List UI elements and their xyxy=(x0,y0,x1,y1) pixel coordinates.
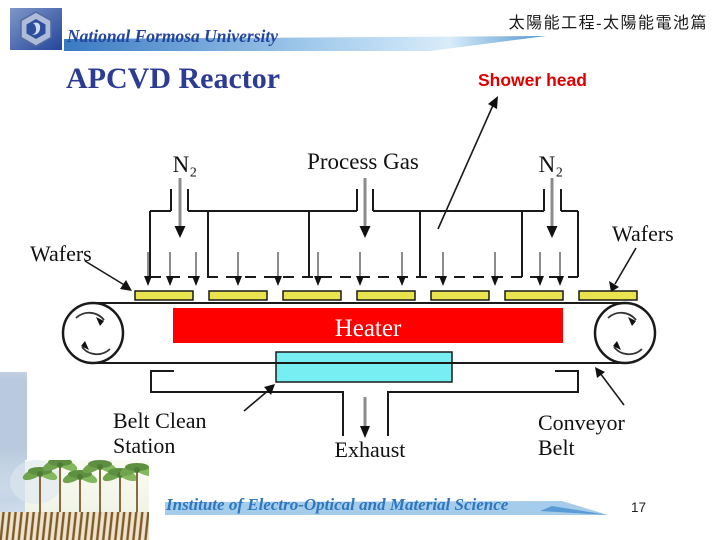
nfu-logo-icon xyxy=(10,8,62,50)
course-tag: 太陽能工程-太陽能電池篇 xyxy=(508,15,708,32)
wafers-left-arrow xyxy=(84,260,132,291)
wafers-left-label: Wafers xyxy=(30,241,92,266)
exhaust-duct xyxy=(150,370,579,436)
palm-trees-image xyxy=(0,460,149,540)
belt-clean-label-line1: Belt Clean xyxy=(113,408,206,433)
conveyor-label-line2: Belt xyxy=(538,435,575,460)
conveyor-belt-arrow xyxy=(595,367,625,406)
belt-clean-arrow xyxy=(243,384,275,412)
page-number: 17 xyxy=(631,500,647,515)
exhaust-arrow xyxy=(360,397,370,438)
heater-label: Heater xyxy=(335,315,402,342)
conveyor-label-line1: Conveyor xyxy=(538,410,625,435)
wafers-right-label: Wafers xyxy=(612,221,674,246)
roller-left xyxy=(61,301,125,365)
page-title: APCVD Reactor xyxy=(66,62,281,95)
university-name: National Formosa University xyxy=(67,26,278,46)
roller-right xyxy=(593,301,657,365)
exhaust-label: Exhaust xyxy=(335,437,406,462)
shower-head-label: Shower head xyxy=(478,70,587,90)
footer-swoosh xyxy=(165,501,608,515)
n2-left-label: N₂ xyxy=(173,152,198,177)
institute-name: Institute of Electro-Optical and Materia… xyxy=(166,495,509,514)
header-swoosh xyxy=(64,36,546,51)
process-gas-label: Process Gas xyxy=(307,149,419,174)
wafers-right-arrow xyxy=(609,247,637,292)
belt-clean-label-line2: Station xyxy=(113,433,175,458)
shower-head-arrow xyxy=(437,96,498,230)
gas-inlet-arrows xyxy=(173,176,559,240)
shower-head-plenum xyxy=(149,189,579,278)
n2-right-label: N₂ xyxy=(539,152,564,177)
wafer-row xyxy=(134,290,638,301)
conveyor-belt-lines xyxy=(93,302,625,364)
heater-box xyxy=(173,308,563,343)
belt-clean-box xyxy=(275,351,453,383)
